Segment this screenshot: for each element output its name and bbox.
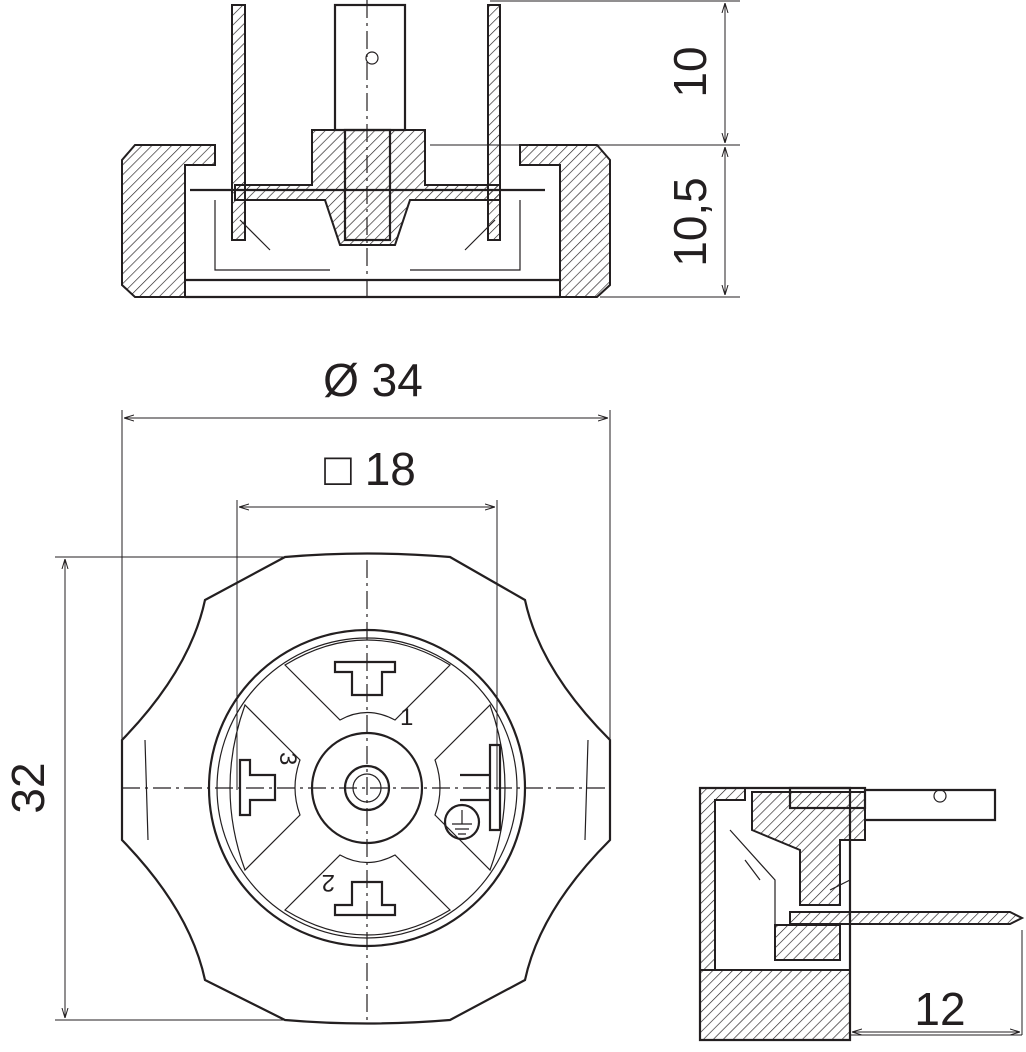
pin-label-1: 1 bbox=[400, 704, 413, 731]
section-view-top bbox=[121, 0, 611, 300]
dim-body-height-label: 10,5 bbox=[664, 177, 716, 267]
dimension-diameter: Ø 34 □ 18 32 bbox=[2, 354, 611, 1021]
pin-label-3: 3 bbox=[274, 752, 301, 765]
dim-pin-height-label: 10 bbox=[664, 46, 716, 97]
ground-icon bbox=[443, 803, 481, 841]
side-view: 12 bbox=[698, 786, 1025, 1042]
dim-overall-height-label: 32 bbox=[2, 762, 54, 813]
dim-square-label: □ 18 bbox=[324, 443, 416, 495]
dim-side-pin-label: 12 bbox=[914, 983, 965, 1035]
dim-diameter-label: Ø 34 bbox=[323, 354, 423, 406]
pin-label-2: 2 bbox=[322, 869, 335, 896]
dimension-pin-height: 10 10,5 bbox=[430, 0, 740, 298]
front-view: 1 2 3 bbox=[120, 552, 612, 1025]
